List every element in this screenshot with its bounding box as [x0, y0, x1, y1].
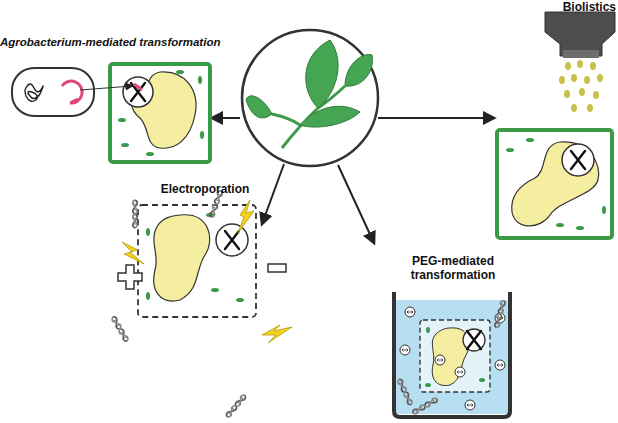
panel-label: PEG-mediated transformation	[388, 254, 518, 283]
nucleus	[463, 329, 485, 351]
peg-ion	[495, 360, 505, 370]
gold-particles	[559, 60, 603, 112]
chloroplasts	[425, 327, 485, 387]
dna-helix	[110, 315, 129, 342]
peg-ion	[465, 400, 475, 410]
dna-helix	[411, 396, 438, 415]
plant-cell-wall	[497, 130, 612, 238]
electroporation-illustration	[110, 190, 292, 419]
protoplast-membrane	[420, 320, 490, 392]
plasmid	[62, 81, 82, 103]
chloroplasts	[506, 138, 606, 230]
panel-heading: Biolistics	[530, 0, 616, 14]
gene-gun	[545, 12, 615, 56]
chromosome	[571, 151, 585, 169]
dna-helix	[493, 300, 506, 329]
panel-heading: PEG-mediated transformation	[388, 254, 518, 283]
biolistics-illustration	[497, 12, 615, 238]
agrobacterium-illustration	[12, 64, 210, 162]
arrow-down-right	[338, 165, 374, 243]
panel-heading: Agrobacterium-mediated transformation	[0, 36, 238, 50]
panel-heading: Electroporation	[140, 182, 270, 196]
chromosome	[467, 331, 481, 349]
leaf	[306, 40, 338, 108]
minus-electrode	[268, 264, 286, 272]
beaker	[394, 292, 510, 417]
peg-ion	[400, 345, 410, 355]
peg-solution	[395, 300, 509, 414]
dna-helix	[225, 393, 248, 418]
nucleus	[123, 77, 153, 107]
panel-label: Electroporation	[140, 182, 270, 196]
t-dna	[134, 84, 142, 90]
bacterium	[12, 68, 94, 116]
chloroplasts	[146, 213, 244, 302]
nucleus	[216, 224, 248, 256]
panel-label: Agrobacterium-mediated transformation	[0, 36, 238, 50]
chloroplasts	[118, 70, 204, 156]
arrow-left	[212, 117, 240, 119]
leaf	[246, 96, 272, 118]
transfer-arrow	[80, 86, 132, 90]
arrow-down-left	[262, 164, 284, 224]
chromosome	[225, 231, 239, 249]
peg-illustration	[394, 292, 510, 417]
protoplast-membrane	[138, 205, 256, 317]
gun-nozzle	[563, 50, 599, 58]
dna-helix	[396, 378, 413, 406]
lightning-bolts	[122, 200, 292, 343]
chromosome	[25, 84, 43, 101]
panel-label: Biolistics	[530, 0, 616, 14]
leaf	[300, 106, 360, 127]
circle-outline	[242, 30, 378, 166]
arrow-right	[378, 117, 494, 119]
plant-cell-wall	[110, 64, 210, 162]
peg-ion	[455, 367, 465, 377]
peg-ion	[405, 307, 415, 317]
vacuole	[512, 142, 599, 226]
plant-circle	[242, 30, 378, 166]
vacuole	[154, 215, 210, 301]
dna-helix	[132, 200, 138, 228]
plus-electrode	[118, 265, 142, 289]
chromosome	[131, 83, 145, 101]
leaf	[345, 55, 372, 87]
nucleus	[562, 144, 594, 176]
peg-ion	[435, 355, 445, 365]
plasmid-tip	[70, 99, 78, 103]
